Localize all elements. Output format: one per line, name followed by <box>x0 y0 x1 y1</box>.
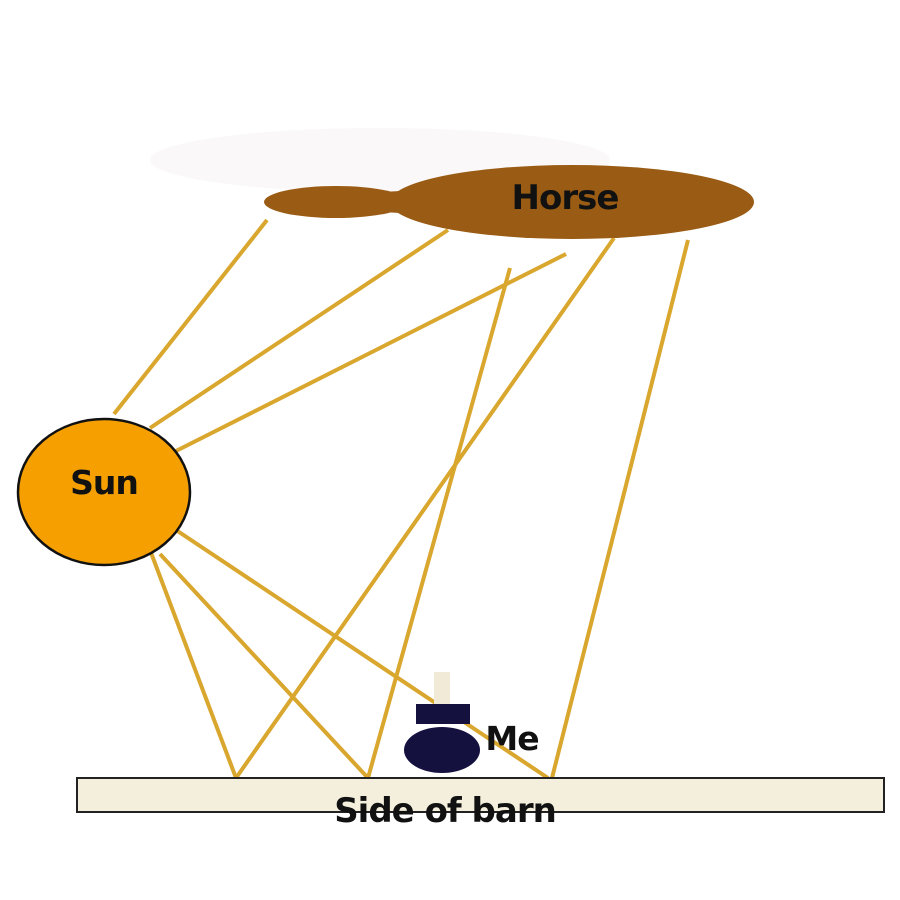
ray-sun-to-horse-head <box>112 218 269 416</box>
ray-sun-to-horse-body <box>173 252 567 454</box>
me-body <box>404 727 480 773</box>
ray-sun-to-barn-3 <box>174 528 550 780</box>
barn-label: Side of barn <box>334 791 556 831</box>
ray-horse-to-barn-1 <box>366 267 512 779</box>
horse-body <box>390 165 754 239</box>
ray-sun-to-barn-2 <box>158 552 370 780</box>
ray-sun-to-barn-1 <box>148 549 238 779</box>
ray-horse-to-barn-2 <box>234 236 616 780</box>
barn-wall <box>76 777 885 813</box>
horse-head <box>264 186 408 218</box>
me-label: Me <box>485 719 538 758</box>
sun-circle <box>16 417 192 567</box>
sun-label: Sun <box>70 463 138 502</box>
ray-sun-to-horse-neck <box>148 228 450 430</box>
light-rays <box>112 218 690 780</box>
me-head-stalk <box>434 672 450 706</box>
ray-horse-to-barn-3 <box>550 239 690 779</box>
horse-shape <box>264 165 754 239</box>
horse-label: Horse <box>512 178 619 218</box>
me-hat-brim <box>416 704 470 724</box>
person-figure <box>404 672 480 773</box>
